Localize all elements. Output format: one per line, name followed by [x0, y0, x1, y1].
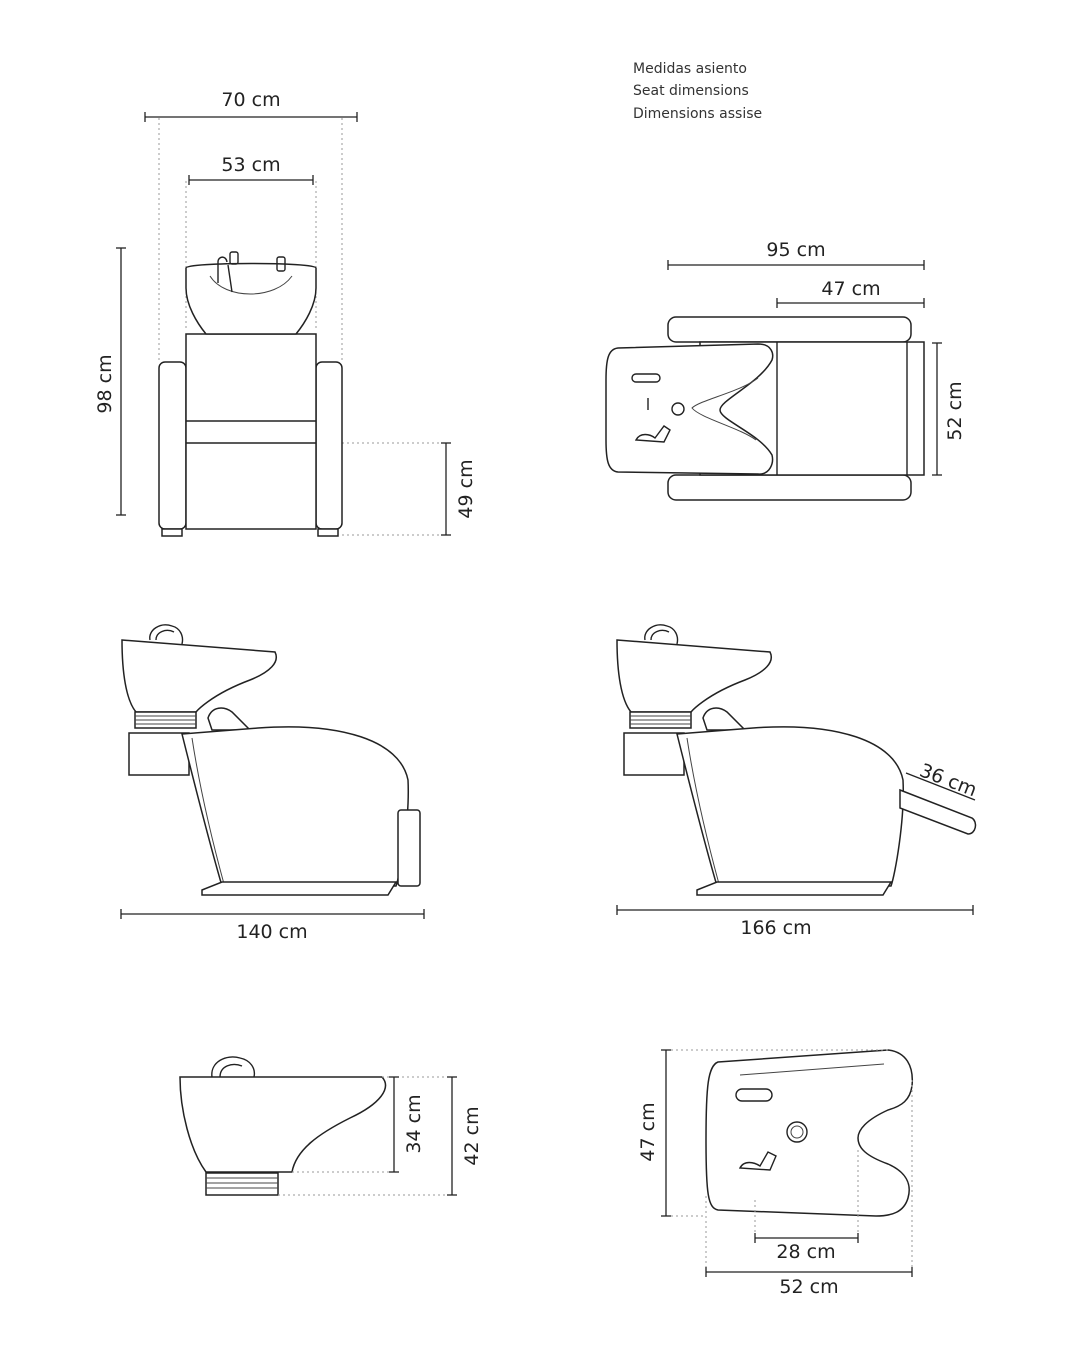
top-view: 95 cm 47 cm 52 cm	[605, 239, 966, 501]
basin-depth-label: 47 cm	[637, 1102, 659, 1161]
front-height-label: 98 cm	[94, 354, 116, 413]
front-view: 70 cm 53 cm 98 cm 49 cm	[94, 89, 477, 537]
basin-top-view: 47 cm 28 cm 52 cm	[637, 1049, 914, 1298]
open-length-label: 166 cm	[740, 917, 811, 939]
basin-width-label: 52 cm	[779, 1276, 838, 1298]
basin-total-height-label: 42 cm	[461, 1106, 483, 1165]
basin-bowl-height-label: 34 cm	[403, 1094, 425, 1153]
top-seat-length-label: 47 cm	[821, 278, 880, 300]
legend: Medidas asiento Seat dimensions Dimensio…	[633, 61, 762, 122]
legrest-label: 36 cm	[917, 760, 980, 802]
side-view-open: 36 cm 166 cm	[616, 624, 980, 939]
closed-length-label: 140 cm	[236, 921, 307, 943]
top-seat-width-label: 52 cm	[944, 381, 966, 440]
legend-line-es: Medidas asiento	[633, 61, 747, 77]
basin-side-view: 34 cm 42 cm	[179, 1056, 483, 1196]
front-seat-height-label: 49 cm	[455, 459, 477, 518]
legend-line-fr: Dimensions assise	[633, 106, 762, 122]
front-width-label: 70 cm	[221, 89, 280, 111]
top-length-label: 95 cm	[766, 239, 825, 261]
legend-line-en: Seat dimensions	[633, 83, 749, 99]
legrest-dimension-line	[905, 772, 976, 801]
front-inner-width-label: 53 cm	[221, 154, 280, 176]
side-view-closed: 140 cm	[120, 624, 425, 943]
basin-neck-label: 28 cm	[776, 1241, 835, 1263]
